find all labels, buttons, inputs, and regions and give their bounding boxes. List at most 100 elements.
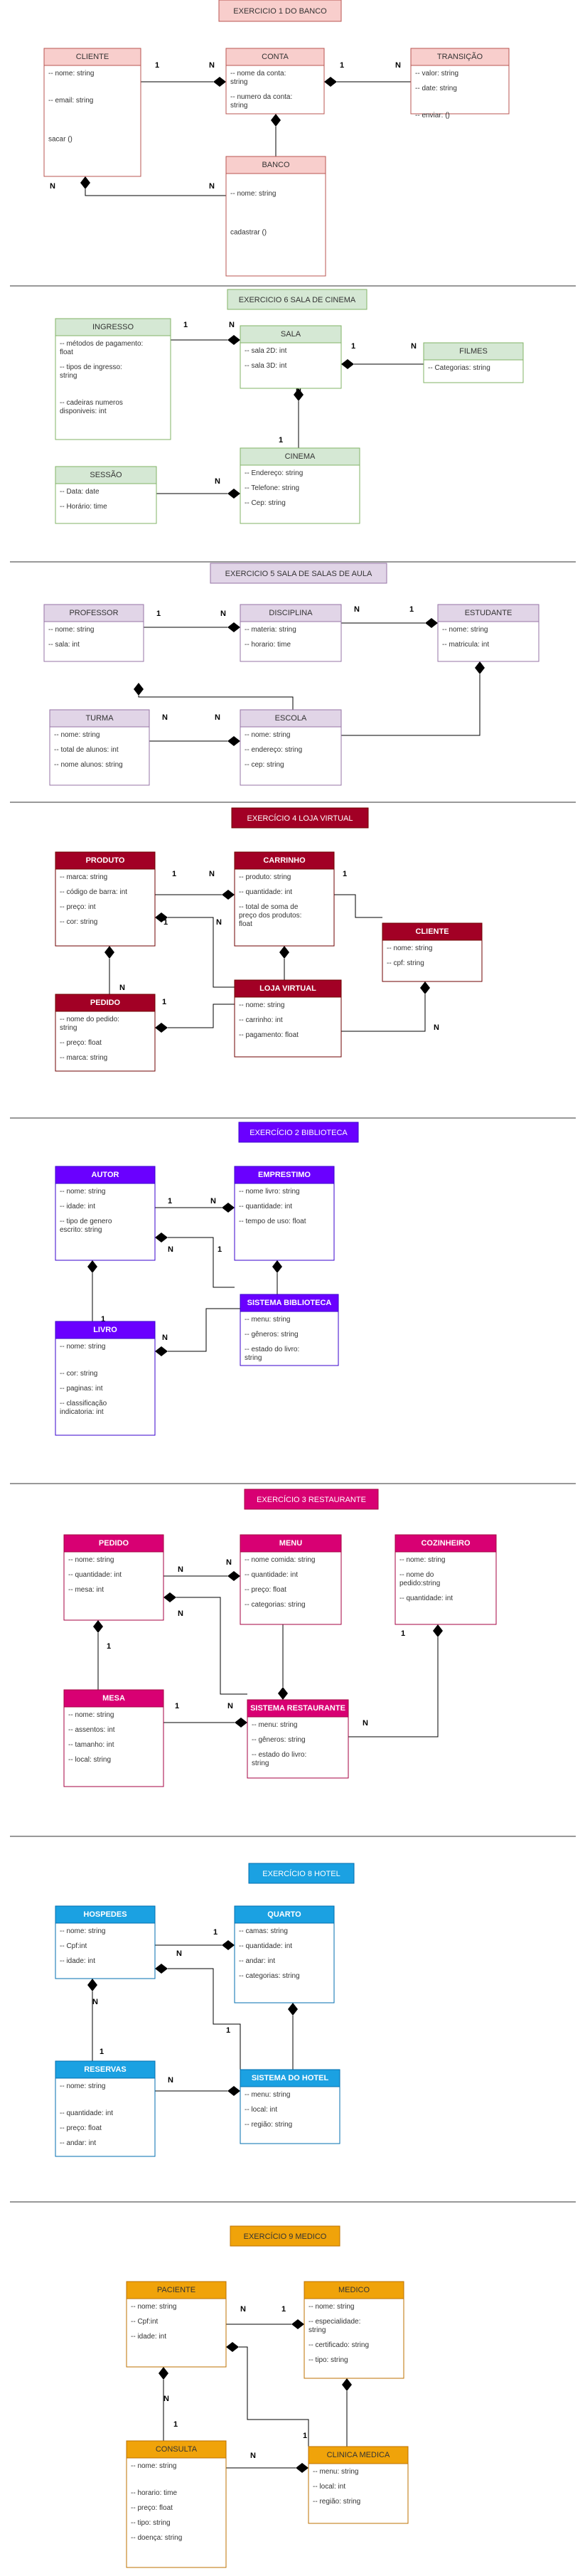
association-line xyxy=(168,917,235,988)
class-attribute: pedido:string xyxy=(399,1580,440,1587)
class-produto[interactable]: PRODUTO-- marca: string-- código de barr… xyxy=(55,851,156,947)
class-attribute: -- local: string xyxy=(68,1756,111,1764)
class-attribute: -- horario: time xyxy=(245,641,291,649)
class-attribute: -- tempo de uso: float xyxy=(239,1218,306,1225)
multiplicity-label: N xyxy=(363,1719,368,1728)
class-mesa[interactable]: MESA-- nome: string-- assentos: int-- ta… xyxy=(63,1689,164,1787)
class-attribute: -- certificado: string xyxy=(308,2341,369,2349)
multiplicity-label: 1 xyxy=(168,1197,172,1205)
association-line xyxy=(168,1237,235,1288)
class-livro[interactable]: LIVRO-- nome: string-- cor: string-- pag… xyxy=(55,1321,156,1436)
class-cliente[interactable]: CLIENTE-- nome: string-- email: stringsa… xyxy=(43,48,141,177)
class-sistemahotel[interactable]: SISTEMA DO HOTEL-- menu: string-- local:… xyxy=(240,2069,340,2144)
class-attribute: -- nome: string xyxy=(131,2462,176,2470)
class-sala[interactable]: SALA-- sala 2D: int-- sala 3D: int xyxy=(240,325,342,389)
class-sistemabib[interactable]: SISTEMA BIBLIOTECA-- menu: string-- gêne… xyxy=(240,1294,339,1366)
class-cliente4[interactable]: CLIENTE-- nome: string-- cpf: string xyxy=(382,922,483,982)
class-clinica[interactable]: CLINICA MEDICA-- menu: string-- local: i… xyxy=(308,2446,409,2524)
class-attribute: -- nome: string xyxy=(60,1927,105,1935)
class-attribute: escrito: string xyxy=(60,1226,102,1234)
class-header xyxy=(308,2446,409,2464)
class-header xyxy=(55,318,171,336)
class-attribute: -- tamanho: int xyxy=(68,1741,114,1749)
class-carrinho[interactable]: CARRINHO-- produto: string-- quantidade:… xyxy=(234,851,335,947)
class-attribute: -- cor: string xyxy=(60,1370,97,1378)
class-consulta[interactable]: CONSULTA-- nome: string-- horario: time-… xyxy=(126,2440,227,2568)
class-attribute: -- tipo de genero xyxy=(60,1218,112,1225)
class-header xyxy=(55,1321,156,1339)
class-box xyxy=(43,48,141,177)
class-name: HOSPEDES xyxy=(83,1910,127,1919)
class-loja[interactable]: LOJA VIRTUAL-- nome: string-- carrinho: … xyxy=(234,979,342,1058)
class-menu[interactable]: MENU-- nome comida: string-- quantidade:… xyxy=(240,1534,342,1625)
class-attribute: -- nome: string xyxy=(239,1001,284,1009)
class-name: BANCO xyxy=(262,161,290,169)
class-escola[interactable]: ESCOLA-- nome: string-- endereço: string… xyxy=(240,709,342,786)
class-attribute: -- tipos de ingresso: xyxy=(60,363,122,371)
class-hospedes[interactable]: HOSPEDES-- nome: string-- Cpf:int-- idad… xyxy=(55,1905,156,1979)
class-name: SISTEMA BIBLIOTECA xyxy=(247,1299,332,1307)
multiplicity-label: 1 xyxy=(343,870,347,878)
class-reservas[interactable]: RESERVAS-- nome: string-- quantidade: in… xyxy=(55,2060,156,2157)
class-name: CINEMA xyxy=(285,452,316,461)
class-turma[interactable]: TURMA-- nome: string-- total de alunos: … xyxy=(49,709,150,786)
class-attribute: disponiveis: int xyxy=(60,408,107,415)
class-attribute: -- nome: string xyxy=(245,731,290,739)
class-attribute: -- nome: string xyxy=(308,2303,354,2311)
class-ingresso[interactable]: INGRESSO-- métodos de pagamento:float-- … xyxy=(55,318,171,440)
composition-diamond xyxy=(425,618,438,628)
class-disciplina[interactable]: DISCIPLINA-- materia: string-- horario: … xyxy=(240,604,342,662)
multiplicity-label: 1 xyxy=(218,1245,222,1254)
class-attribute: -- Endereço: string xyxy=(245,469,303,477)
class-header xyxy=(63,1689,164,1708)
composition-diamond xyxy=(155,1233,168,1242)
multiplicity-label: 1 xyxy=(173,2420,178,2429)
class-attribute: -- andar: int xyxy=(239,1957,275,1965)
section-title-box xyxy=(248,1863,355,1884)
composition-diamond xyxy=(213,77,226,87)
class-sistemarest[interactable]: SISTEMA RESTAURANTE-- menu: string-- gên… xyxy=(247,1699,349,1779)
class-header xyxy=(55,851,156,870)
class-attribute: -- estado do livro: xyxy=(252,1751,306,1759)
class-header xyxy=(43,48,141,66)
class-professor[interactable]: PROFESSOR-- nome: string-- sala: int xyxy=(43,604,144,662)
section-title: EXERCICIO 5 SALA DE SALAS DE AULA xyxy=(225,570,372,578)
class-cozinheiro[interactable]: COZINHEIRO-- nome: string-- nome dopedid… xyxy=(395,1534,497,1625)
class-name: TURMA xyxy=(85,714,114,723)
multiplicity-label: N xyxy=(178,1609,183,1618)
class-attribute: -- sala: int xyxy=(48,641,80,649)
class-attribute: -- idade: int xyxy=(60,1203,95,1210)
class-header xyxy=(395,1534,497,1553)
class-attribute: -- nome: string xyxy=(442,626,488,634)
multiplicity-label: 1 xyxy=(213,1928,218,1937)
class-attribute: -- idade: int xyxy=(60,1957,95,1965)
class-estudante[interactable]: ESTUDANTE-- nome: string-- matricula: in… xyxy=(437,604,540,662)
class-conta[interactable]: CONTA-- nome da conta:string-- numero da… xyxy=(225,48,325,115)
section-title-box xyxy=(218,0,342,22)
class-emprestimo[interactable]: EMPRESTIMO-- nome livro: string-- quanti… xyxy=(234,1166,335,1261)
class-attribute: -- tipo: string xyxy=(308,2356,348,2364)
class-transacao[interactable]: TRANSIÇÃO-- valor: string-- date: string… xyxy=(410,48,510,119)
multiplicity-label: N xyxy=(168,1245,173,1254)
class-filmes[interactable]: FILMES-- Categorias: string xyxy=(423,342,524,383)
association-line xyxy=(176,1597,247,1695)
multiplicity-label: N xyxy=(210,1197,216,1205)
class-sessao[interactable]: SESSÃO-- Data: date-- Horário: time xyxy=(55,466,157,524)
composition-diamond xyxy=(279,946,289,959)
class-header xyxy=(247,1699,349,1718)
class-pedido3[interactable]: PEDIDO-- nome: string-- quantidade: int-… xyxy=(63,1534,164,1621)
composition-diamond xyxy=(163,1592,176,1602)
class-autor[interactable]: AUTOR-- nome: string-- idade: int-- tipo… xyxy=(55,1166,156,1261)
class-pedido[interactable]: PEDIDO-- nome do pedido:string-- preço: … xyxy=(55,994,156,1072)
class-name: AUTOR xyxy=(92,1171,119,1179)
multiplicity-label: N xyxy=(163,2395,169,2403)
class-cinema[interactable]: CINEMA-- Endereço: string-- Telefone: st… xyxy=(240,447,360,524)
class-paciente[interactable]: PACIENTE-- nome: string-- Cpf:int-- idad… xyxy=(126,2281,227,2368)
class-quarto[interactable]: QUARTO-- camas: string-- quantidade: int… xyxy=(234,1905,335,2003)
multiplicity-label: 1 xyxy=(226,2026,230,2035)
class-medico[interactable]: MEDICO-- nome: string-- especialidade:st… xyxy=(304,2281,404,2379)
class-header xyxy=(240,1534,342,1553)
